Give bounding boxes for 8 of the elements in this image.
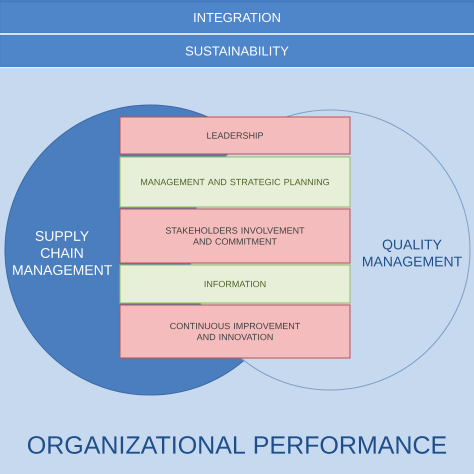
factor-box: STAKEHOLDERS INVOLVEMENT AND COMMITMENT	[120, 208, 350, 264]
factor-box: MANAGEMENT AND STRATEGIC PLANNING	[120, 156, 350, 208]
factor-box: CONTINUOUS IMPROVEMENT AND INNOVATION	[120, 304, 350, 358]
banner-band: INTEGRATION	[0, 2, 474, 34]
node-label: QUALITY MANAGEMENT	[362, 240, 462, 266]
banner-band: SUSTAINABILITY	[0, 34, 474, 68]
factor-box: INFORMATION	[120, 264, 350, 304]
factor-box: LEADERSHIP	[120, 116, 350, 154]
